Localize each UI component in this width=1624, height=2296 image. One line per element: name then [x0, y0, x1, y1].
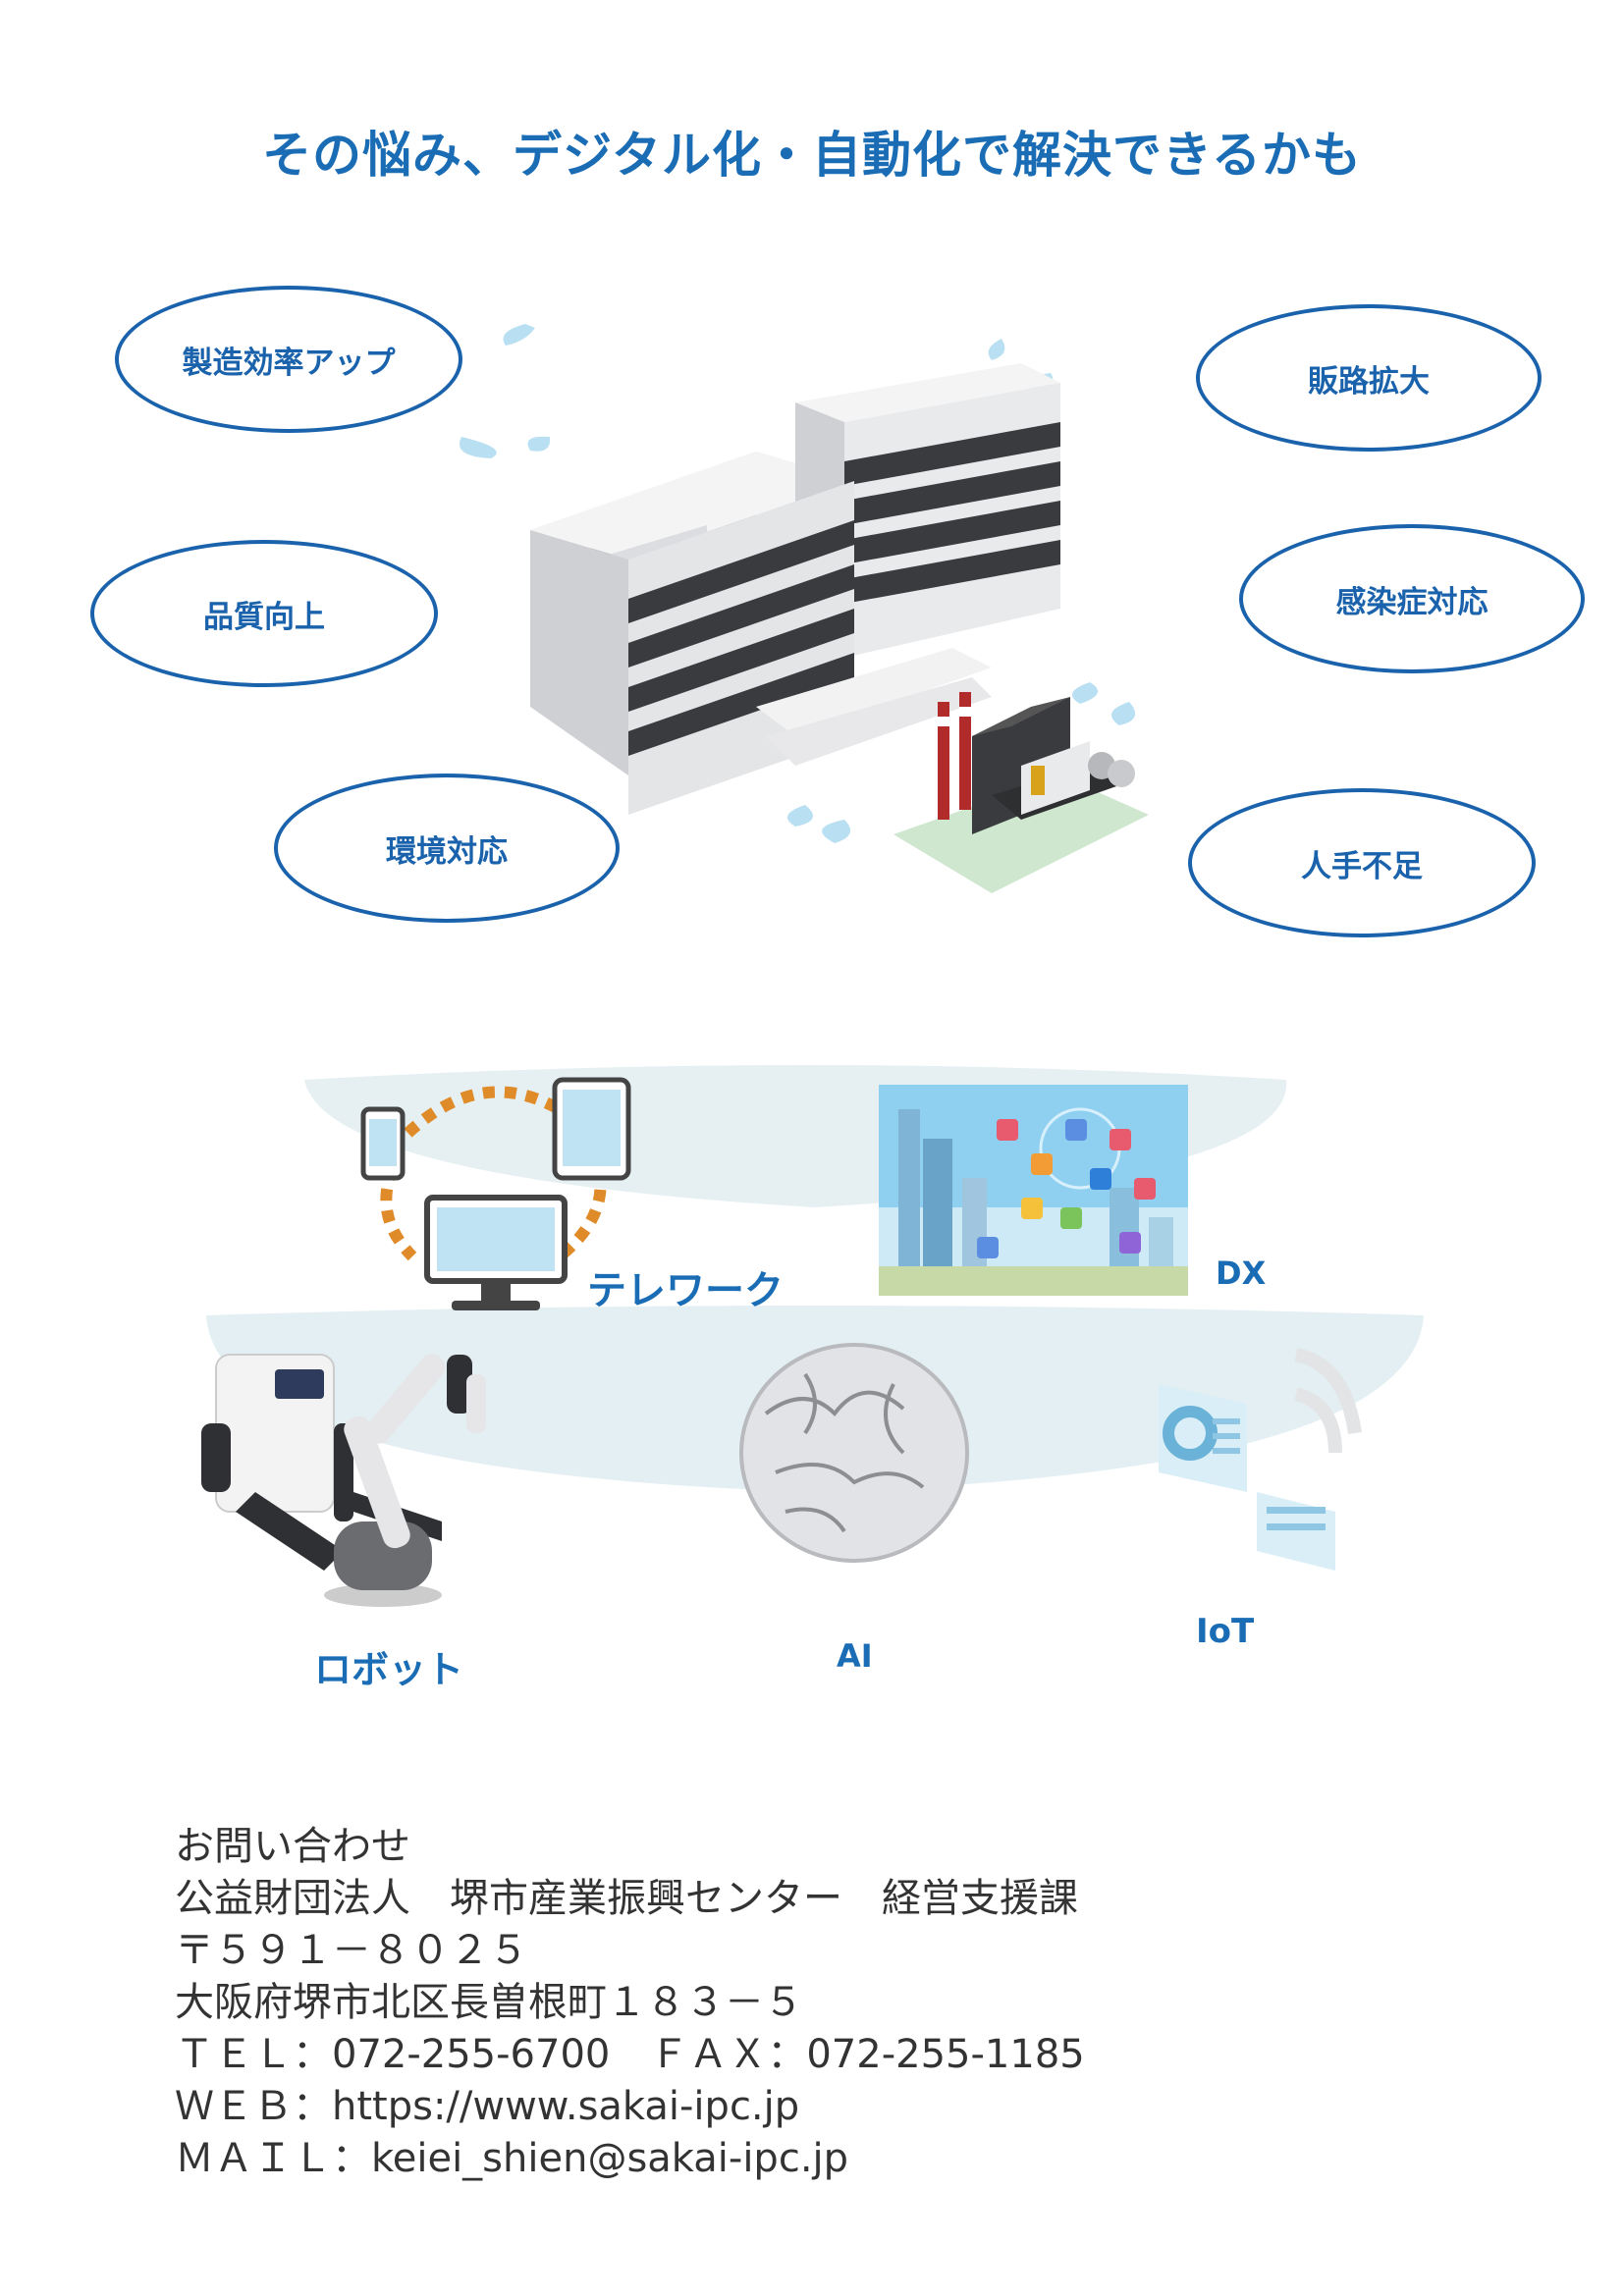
issue-label: 製造効率アップ: [182, 345, 396, 381]
telework-devices-icon: [360, 1077, 631, 1310]
page-title: その悩み、デジタル化・自動化で解決できるかも: [262, 127, 1362, 184]
robot-label: ロボット: [314, 1648, 464, 1691]
issue-bubble-infection: 感染症対応: [1239, 524, 1585, 673]
contact-address: 大阪府堺市北区長曽根町１８３－５: [175, 1980, 803, 2025]
issue-bubble-sales: 販路拡大: [1196, 304, 1542, 452]
dx-label: DX: [1216, 1255, 1267, 1292]
iot-label: IoT: [1196, 1612, 1255, 1651]
telework-label: テレワーク: [587, 1268, 784, 1313]
contact-web: ＷＥＢ：https://www.sakai-ipc.jp: [175, 2084, 800, 2129]
contact-organization: 公益財団法人 堺市産業振興センター 経営支援課: [175, 1876, 1078, 1921]
contact-postal: 〒５９１－８０２５: [175, 1928, 528, 1973]
contact-block: お問い合わせ 公益財団法人 堺市産業振興センター 経営支援課 〒５９１－８０２５…: [175, 1821, 1085, 2185]
contact-tel-fax: ＴＥＬ：072-255-6700 ＦＡＸ：072-255-1185: [175, 2032, 1085, 2077]
ai-label: AI: [837, 1637, 873, 1675]
dx-cityscape-image: [879, 1085, 1188, 1296]
issue-bubble-environment: 環境対応: [274, 774, 620, 923]
contact-mail: ＭＡＩＬ：keiei_shien@sakai-ipc.jp: [175, 2136, 849, 2181]
issue-bubble-efficiency: 製造効率アップ: [115, 286, 462, 433]
issue-label: 環境対応: [386, 833, 508, 870]
issue-label: 品質向上: [203, 599, 325, 635]
issue-label: 人手不足: [1301, 848, 1423, 884]
technology-illustration: [201, 1065, 1424, 1607]
iot-dashboard-icon: [1159, 1348, 1362, 1571]
building-illustration: [460, 324, 1149, 893]
issue-bubble-quality: 品質向上: [90, 540, 438, 687]
issue-label: 感染症対応: [1335, 584, 1489, 620]
robot-icon: [201, 1354, 486, 1607]
issue-label: 販路拡大: [1308, 363, 1430, 400]
ai-brain-icon: [739, 1343, 969, 1563]
contact-heading: お問い合わせ: [175, 1824, 410, 1869]
issue-bubble-labor: 人手不足: [1188, 788, 1536, 937]
